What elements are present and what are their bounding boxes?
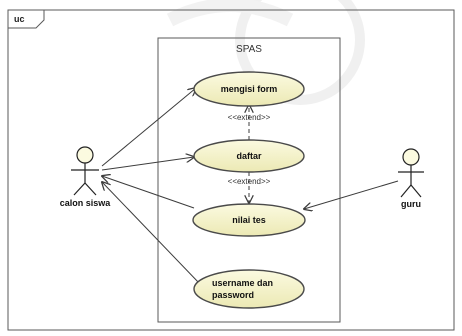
system-name: SPAS — [236, 44, 262, 55]
use-case-test-score: nilai tes — [192, 203, 306, 237]
association-teacher-test-score — [304, 180, 399, 209]
use-case-credentials-label-line1: username dan — [212, 278, 273, 288]
frame-tag: uc — [14, 14, 25, 24]
use-case-register: daftar — [193, 139, 305, 173]
association-credentials-student — [102, 182, 201, 285]
association-student-fill-form — [101, 88, 196, 167]
frame-tag-box — [7, 9, 45, 29]
use-case-fill-form-label: mengisi form — [221, 84, 278, 94]
use-case-credentials-label-line2: password — [212, 290, 254, 300]
use-case-credentials: username dan password — [193, 269, 305, 309]
extend-label-upper: <<extend>> — [228, 113, 271, 122]
association-test-score-student — [102, 176, 195, 209]
actor-student-figure — [71, 146, 99, 196]
extend-label-lower: <<extend>> — [228, 177, 271, 186]
diagram-frame — [7, 9, 455, 331]
use-case-register-label: daftar — [236, 151, 262, 161]
system-boundary — [157, 37, 341, 323]
watermark-logo — [166, 0, 365, 105]
use-case-test-score-label: nilai tes — [232, 215, 266, 225]
actor-student-name: calon siswa — [60, 198, 112, 208]
actor-teacher-figure — [398, 148, 424, 198]
use-case-fill-form: mengisi form — [193, 71, 305, 107]
association-student-register — [101, 157, 194, 171]
actor-teacher-name: guru — [401, 199, 421, 209]
